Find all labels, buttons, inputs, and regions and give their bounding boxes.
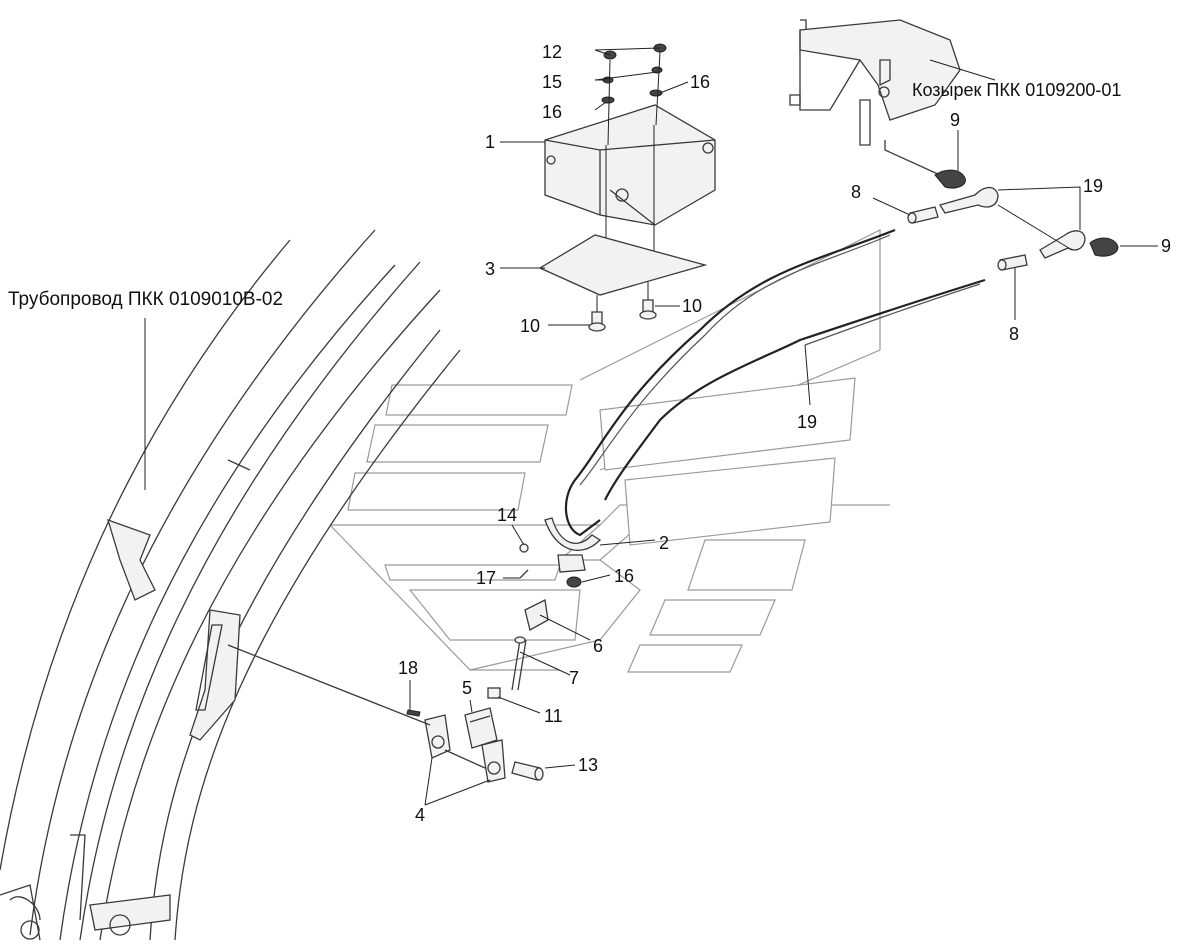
cable-loops xyxy=(938,186,1086,259)
thimbles-9 xyxy=(934,169,1119,257)
callout-1: 1 xyxy=(485,132,495,152)
canopy-label: Козырек ПКК 0109200-01 xyxy=(912,80,1121,100)
callout-5: 5 xyxy=(462,678,472,698)
callout-10-left: 10 xyxy=(520,316,540,336)
callout-19-middle: 19 xyxy=(797,412,817,432)
callout-11: 11 xyxy=(544,706,563,726)
callout-17: 17 xyxy=(476,568,496,588)
cables-19 xyxy=(564,228,986,537)
callout-18: 18 xyxy=(398,658,418,678)
callout-16-top-left: 16 xyxy=(542,102,562,122)
linkage-parts xyxy=(464,599,549,749)
canopy-part: Козырек ПКК 0109200-01 xyxy=(789,19,1121,176)
callout-19-top: 19 xyxy=(1083,176,1103,196)
callout-3: 3 xyxy=(485,259,495,279)
pipeline-label: Трубопровод ПКК 0109010В-02 xyxy=(8,289,283,310)
callout-15: 15 xyxy=(542,72,562,92)
callout-8-bottom: 8 xyxy=(1009,324,1019,344)
pin-13-screw-18 xyxy=(406,709,544,781)
callout-16-middle: 16 xyxy=(614,566,634,586)
callout-numbers: 12 15 16 16 1 3 10 10 9 9 8 8 19 19 14 2… xyxy=(398,42,1171,825)
callout-8-top: 8 xyxy=(851,182,861,202)
callout-2: 2 xyxy=(659,533,669,553)
callout-12: 12 xyxy=(542,42,562,62)
callout-13: 13 xyxy=(578,755,598,775)
callout-14: 14 xyxy=(497,505,517,525)
callout-7: 7 xyxy=(569,668,579,688)
part-3-plate xyxy=(538,234,708,296)
callout-16-top-right: 16 xyxy=(690,72,710,92)
bolts-10 xyxy=(588,282,657,332)
leader-lines xyxy=(409,47,1158,806)
pins-8 xyxy=(907,206,1028,271)
part-1-box xyxy=(544,104,716,255)
callout-9-right: 9 xyxy=(1161,236,1171,256)
callout-9-top: 9 xyxy=(950,110,960,130)
pipeline-frame xyxy=(0,229,461,941)
part-2-bracket xyxy=(519,517,602,588)
ghost-body-panels xyxy=(329,229,890,673)
callout-6: 6 xyxy=(593,636,603,656)
callout-10-right: 10 xyxy=(682,296,702,316)
callout-4: 4 xyxy=(415,805,425,825)
part-4-brackets xyxy=(227,644,506,783)
